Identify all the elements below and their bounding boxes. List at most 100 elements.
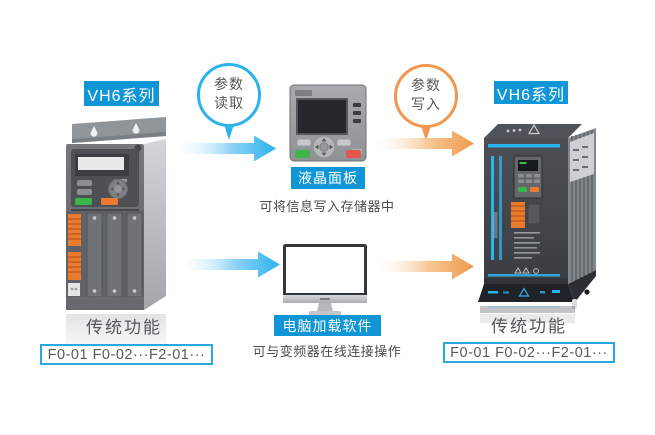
label-line: [514, 242, 540, 244]
blue-accent-stripe: [488, 274, 560, 277]
read-arrow-icon: [175, 135, 276, 162]
lcd-panel-caption-text: 可将信息写入存储器中: [259, 199, 395, 214]
write-bubble-text: 参数 写入: [392, 76, 460, 114]
lcd-panel-illustration: [289, 84, 367, 162]
device-reflection-fade: [480, 314, 575, 323]
terminal-block: [68, 252, 81, 280]
bubble-circle: [394, 64, 458, 128]
pc-software-caption-text: 可与变频器在线连接操作: [252, 344, 402, 359]
device-side-face: [144, 139, 166, 310]
screw-icon: [112, 289, 117, 293]
lcd-display: [78, 157, 124, 170]
pc-link-arrow-icon: [179, 251, 280, 278]
status-led: [353, 111, 361, 115]
write-bubble-line2: 写入: [411, 96, 441, 112]
warning-triangle-icon: [518, 287, 530, 297]
screw-icon: [92, 216, 97, 220]
write-bubble-line1: 参数: [411, 77, 441, 93]
menu-button: [296, 138, 312, 147]
blue-accent-stripe: [488, 144, 560, 148]
device-foot: [572, 299, 577, 309]
connector-block: [527, 203, 541, 225]
terminal-ribs: [68, 218, 81, 240]
right-param-codes-text: F0-01 F0-02···F2-01···: [450, 344, 608, 361]
left-function-caption-text: 传统功能: [86, 318, 162, 337]
left-series-label-text: VH6系列: [87, 87, 156, 105]
brand-mark: [295, 90, 312, 96]
lcd-screen: [298, 100, 346, 133]
vertical-accent-stripe: [491, 156, 494, 260]
key-button: [518, 174, 524, 178]
top-dot: [512, 129, 516, 132]
device-base: [66, 297, 144, 310]
status-led: [353, 103, 361, 107]
bottom-accent: [503, 291, 509, 294]
keyhole-icon: [132, 123, 140, 134]
terminal-block: [68, 214, 81, 246]
lcd-display: [518, 160, 538, 171]
right-function-caption: 传统功能: [469, 312, 589, 337]
read-bubble-shape: [197, 63, 261, 140]
bubble-circle: [197, 63, 261, 127]
top-dot: [518, 128, 522, 132]
bottom-accent: [488, 291, 498, 294]
mounting-plate-edge: [72, 132, 166, 143]
slot-cover: [126, 212, 143, 298]
write-bubble-shape: [394, 64, 458, 141]
key-button: [526, 179, 532, 183]
stop-button: [101, 198, 118, 205]
run-button: [518, 187, 527, 192]
read-bubble-line1: 参数: [214, 76, 244, 92]
label-line: [514, 252, 540, 254]
monitor-screen: [286, 247, 364, 293]
vertical-accent-stripe: [499, 156, 502, 260]
left-function-caption: 传统功能: [64, 313, 184, 338]
read-bubble-line2: 读取: [214, 95, 244, 111]
pc-monitor-illustration: [283, 244, 367, 320]
stop-button: [530, 187, 539, 192]
terminal-ribs: [511, 205, 525, 222]
device-reflection: [480, 306, 575, 313]
screw-icon: [132, 216, 137, 220]
left-inverter-illustration: [66, 117, 166, 310]
label-line: [514, 232, 540, 234]
warning-triangle-icon: [514, 267, 530, 274]
menu-button: [77, 180, 92, 186]
slot-cover: [106, 212, 123, 298]
left-series-label: VH6系列: [84, 81, 159, 106]
cable-gland: [584, 289, 590, 295]
read-bubble-text: 参数 读取: [195, 75, 263, 113]
device-reflection-accent: [488, 306, 560, 308]
screw-icon: [132, 289, 137, 293]
top-dot: [506, 129, 510, 133]
pc-write-arrow-icon: [373, 253, 474, 280]
d-pad-center: [114, 185, 122, 193]
bottom-accent: [552, 290, 560, 293]
pc-software-title: 电脑加载软件: [274, 315, 381, 336]
connector-pin: [70, 287, 74, 291]
enter-button: [336, 138, 352, 147]
right-function-caption-text: 传统功能: [491, 317, 567, 336]
lcd-panel-title: 液晶面板: [291, 167, 365, 189]
read-bubble: 参数 读取: [195, 61, 265, 147]
key-button: [534, 179, 540, 183]
bottom-accent: [540, 291, 545, 294]
screw-icon: [112, 216, 117, 220]
display-readout: [519, 162, 527, 164]
label-line: [514, 257, 532, 259]
left-param-codes-box: F0-01 F0-02···F2-01···: [40, 344, 213, 365]
key-button: [518, 179, 524, 183]
connector-block: [68, 283, 80, 296]
bottom-side: [568, 270, 596, 302]
device-top-face: [484, 124, 582, 138]
right-series-label: VH6系列: [494, 81, 568, 104]
heatsink-fins: [571, 130, 593, 281]
right-inverter-illustration: [478, 123, 596, 323]
keyhole-icon: [90, 126, 98, 137]
panel-divider: [71, 209, 139, 211]
warning-triangle-icon: [527, 123, 541, 135]
pc-software-title-text: 电脑加载软件: [282, 317, 373, 334]
brand-mark: [320, 298, 330, 300]
key-button: [534, 174, 540, 178]
left-param-codes-text: F0-01 F0-02···F2-01···: [47, 346, 206, 363]
